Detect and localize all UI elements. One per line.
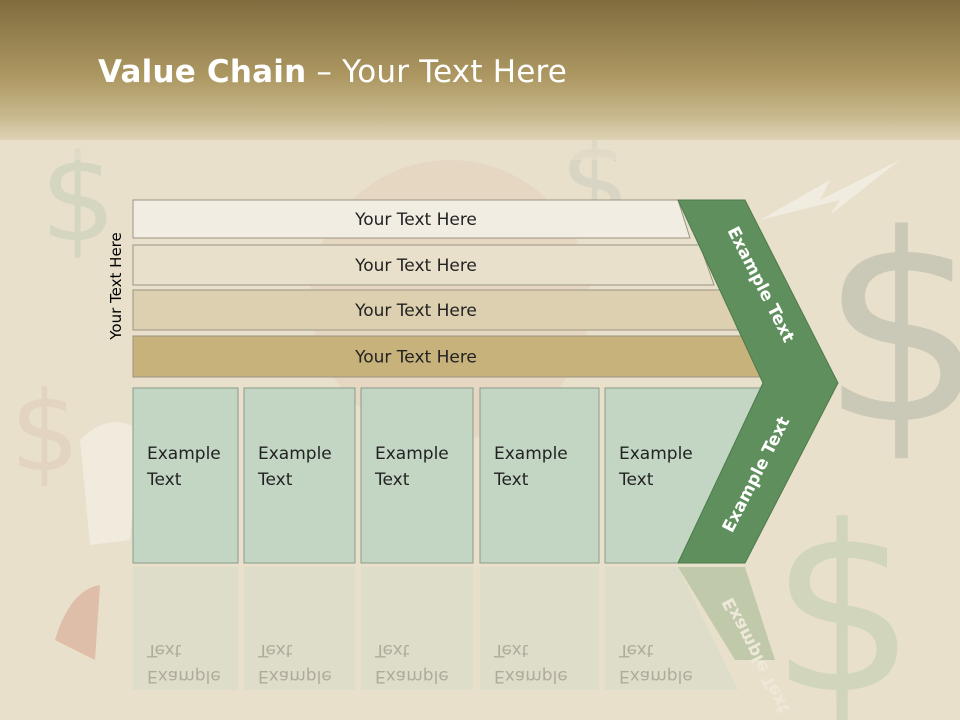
reflection-box-label-1-line1: Example <box>147 666 221 686</box>
row-label-3: Your Text Here <box>354 301 477 321</box>
box-label-1-line1: Example <box>147 444 221 464</box>
title-rest: – Your Text Here <box>306 54 568 90</box>
reflection-chevron <box>678 567 775 660</box>
reflection-box-3 <box>361 567 473 690</box>
svg-text:$: $ <box>820 180 960 482</box>
title-bold: Value Chain <box>98 54 307 90</box>
row-label-2: Your Text Here <box>354 256 477 276</box>
box-label-2-line2: Text <box>257 470 293 490</box>
reflection-box-5 <box>605 567 738 690</box>
row-label-1: Your Text Here <box>354 210 477 230</box>
activity-box-2 <box>243 387 356 564</box>
row-label-4: Your Text Here <box>354 348 477 368</box>
box-label-3-line1: Example <box>375 444 449 464</box>
box-label-1-line2: Text <box>146 470 182 490</box>
box-label-3-line2: Text <box>374 470 410 490</box>
row-bar-2 <box>132 244 715 286</box>
reflection-box-label-4-line2: Text <box>493 640 529 660</box>
box-label-5-line1: Example <box>619 444 693 464</box>
activity-box-1 <box>132 387 239 564</box>
reflection-box-label-3-line1: Example <box>375 666 449 686</box>
box-label-4-line1: Example <box>494 444 568 464</box>
activity-box-3 <box>360 387 474 564</box>
side-label: Your Text Here <box>107 232 125 340</box>
reflection-box-label-5-line1: Example <box>619 666 693 686</box>
box-label-2-line1: Example <box>258 444 332 464</box>
reflection-box-label-5-line2: Text <box>618 640 654 660</box>
reflection-box-label-4-line1: Example <box>494 666 568 686</box>
svg-text:$: $ <box>770 478 916 720</box>
reflection-box-4 <box>480 567 599 690</box>
box-label-5-line2: Text <box>618 470 654 490</box>
header-band <box>0 0 960 140</box>
reflection-box-label-2-line2: Text <box>257 640 293 660</box>
reflection-box-label-2-line1: Example <box>258 666 332 686</box>
svg-text:$: $ <box>10 368 80 496</box>
reflection-box-1 <box>133 567 238 690</box>
activity-box-4 <box>479 387 600 564</box>
reflection-box-label-1-line2: Text <box>146 640 182 660</box>
slide-title: Value Chain – Your Text Here <box>98 54 567 90</box>
reflection-box-label-3-line2: Text <box>374 640 410 660</box>
row-bar-1 <box>132 199 691 239</box>
box-label-4-line2: Text <box>493 470 529 490</box>
reflection-box-2 <box>244 567 355 690</box>
margin-chevron <box>677 199 839 564</box>
